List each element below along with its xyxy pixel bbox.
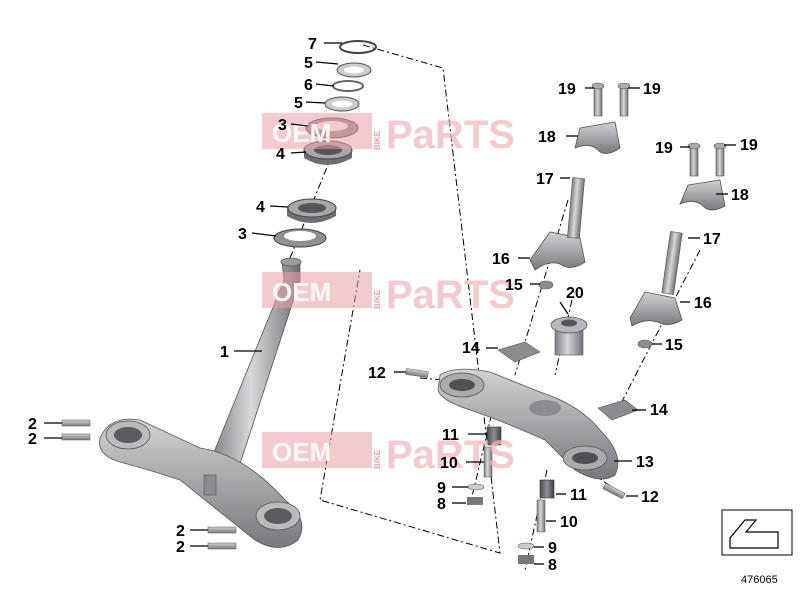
callout-15b: 15 xyxy=(665,337,683,354)
handlebar-clamps xyxy=(529,121,726,327)
svg-text:PaRTS: PaRTS xyxy=(386,273,515,317)
callout-14a: 14 xyxy=(462,340,480,357)
callout-16a: 16 xyxy=(492,251,510,268)
callout-2a: 2 xyxy=(28,416,37,433)
callout-12a: 12 xyxy=(368,365,386,382)
callout-8b: 8 xyxy=(548,557,557,574)
upper-triple-clamp xyxy=(437,368,619,480)
callout-5b: 5 xyxy=(294,95,303,112)
callout-19c: 19 xyxy=(655,140,673,157)
studs-and-bolts xyxy=(567,82,727,295)
svg-text:BIKE: BIKE xyxy=(373,130,382,150)
callout-4a: 4 xyxy=(276,146,285,163)
callout-11b: 11 xyxy=(570,487,587,504)
callout-16b: 16 xyxy=(694,295,712,312)
callout-18b: 18 xyxy=(731,187,749,204)
callout-3a: 3 xyxy=(278,117,287,134)
svg-text:BIKE: BIKE xyxy=(373,289,382,309)
reference-number: 476065 xyxy=(741,574,778,586)
callout-10a: 10 xyxy=(440,455,458,472)
callout-13: 13 xyxy=(636,454,654,471)
lower-triple-clamp-with-stem xyxy=(99,257,303,548)
svg-text:PaRTS: PaRTS xyxy=(386,113,515,157)
callout-2c: 2 xyxy=(176,523,185,540)
leader-lines xyxy=(44,42,736,565)
callout-18a: 18 xyxy=(538,129,556,146)
callout-11a: 11 xyxy=(442,427,459,444)
watermark-bottom: OEM BIKE PaRTS xyxy=(262,432,515,477)
svg-text:OEM: OEM xyxy=(272,118,331,148)
callout-4b: 4 xyxy=(256,199,265,216)
svg-text:OEM: OEM xyxy=(272,437,331,467)
callout-2b: 2 xyxy=(28,431,37,448)
callout-7: 7 xyxy=(308,36,317,53)
callout-10b: 10 xyxy=(560,514,578,531)
callout-12b: 12 xyxy=(641,489,659,506)
callout-1: 1 xyxy=(220,344,229,361)
callout-3b: 3 xyxy=(238,226,247,243)
callout-17b: 17 xyxy=(703,231,721,248)
callout-19d: 19 xyxy=(740,137,758,154)
watermark-middle: OEM BIKE PaRTS xyxy=(262,272,515,317)
callout-5a: 5 xyxy=(304,55,313,72)
svg-text:BIKE: BIKE xyxy=(373,449,382,469)
callout-17a: 17 xyxy=(536,171,554,188)
callout-19b: 19 xyxy=(643,81,661,98)
svg-text:OEM: OEM xyxy=(272,277,331,307)
callout-9a: 9 xyxy=(437,480,446,497)
callout-15a: 15 xyxy=(505,277,523,294)
callout-19a: 19 xyxy=(558,81,576,98)
reference-box: 476065 xyxy=(721,509,793,586)
callout-20: 20 xyxy=(566,285,584,302)
callout-9b: 9 xyxy=(548,540,557,557)
callout-6: 6 xyxy=(304,77,313,94)
callout-8a: 8 xyxy=(437,496,446,513)
watermark-top: OEM BIKE PaRTS xyxy=(262,113,515,157)
svg-text:PaRTS: PaRTS xyxy=(386,433,515,477)
callout-labels: 7 5 6 5 3 4 4 3 1 2 2 2 2 19 19 19 19 18… xyxy=(28,36,758,574)
callout-14b: 14 xyxy=(650,402,668,419)
direction-arrow-icon xyxy=(729,519,779,549)
callout-2d: 2 xyxy=(176,539,185,556)
